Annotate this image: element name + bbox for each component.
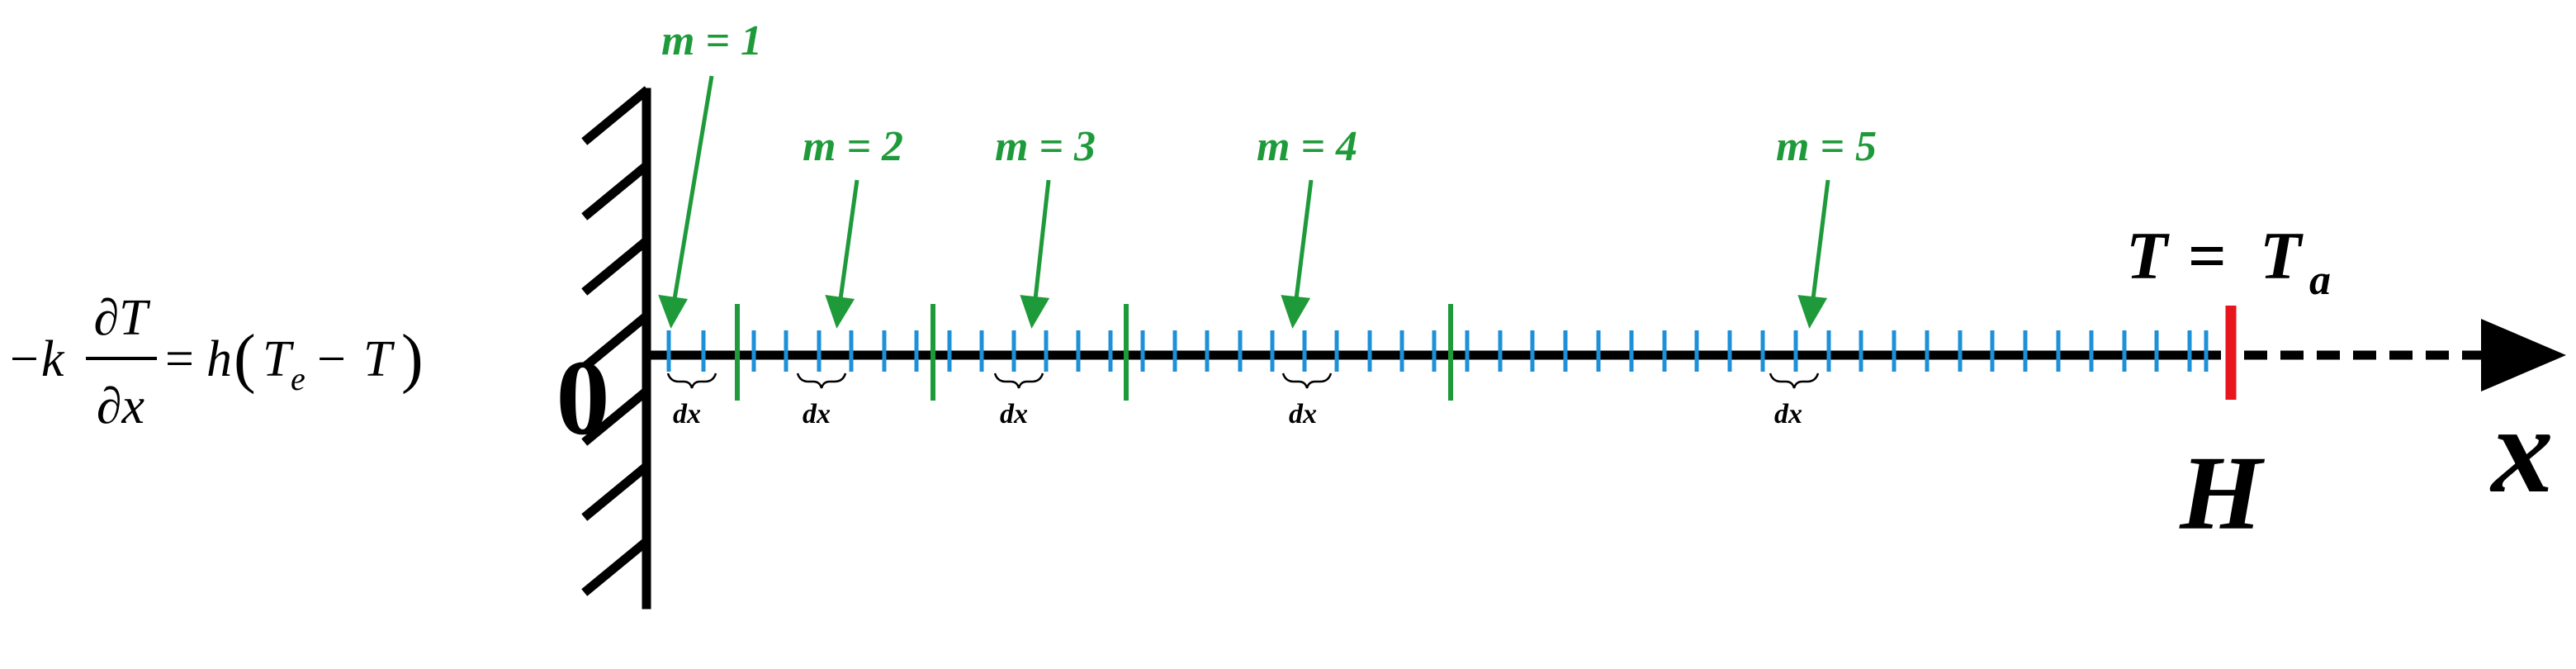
- axis-arrowhead: [2481, 319, 2566, 391]
- partial-x: ∂x: [97, 378, 145, 434]
- wall-hatch: [581, 86, 651, 145]
- paren-close: ): [401, 322, 424, 395]
- axis-label-x: x: [2490, 382, 2554, 519]
- wall-hatch: [581, 387, 651, 446]
- dx-label: dx: [1774, 399, 1802, 429]
- arrowhead: [825, 294, 855, 329]
- marker-label-m2: m = 2: [803, 123, 903, 170]
- marker-label-m1: m = 1: [661, 17, 762, 64]
- partial-T: ∂T: [93, 290, 151, 346]
- marker-arrow-m3: [1033, 179, 1051, 300]
- equals-sign: =: [165, 331, 194, 387]
- h-coefficient: h: [206, 331, 232, 387]
- dx-label: dx: [803, 399, 831, 429]
- dx-labels: dx dx dx dx dx: [673, 399, 1802, 429]
- marker-arrow-m4: [1294, 179, 1314, 300]
- T-variable: T: [363, 331, 395, 387]
- dx-label: dx: [1000, 399, 1028, 429]
- dx-brace: [993, 372, 1044, 389]
- minus-sign: −: [317, 331, 346, 387]
- marker-label-m5: m = 5: [1776, 123, 1877, 170]
- arrowhead: [658, 294, 688, 329]
- wall: [581, 86, 651, 610]
- left-boundary-condition: −k ∂T ∂x = h ( T e − T ): [7, 290, 424, 434]
- arrowhead: [1797, 295, 1828, 329]
- marker-arrow-m5: [1811, 179, 1830, 300]
- T-lhs: T: [2126, 218, 2170, 293]
- T-e: T: [263, 331, 295, 387]
- wall-hatch: [581, 462, 651, 521]
- arrowhead: [1020, 295, 1050, 329]
- marker-labels: m = 1 m = 2 m = 3 m = 4 m = 5: [661, 17, 1877, 170]
- dx-brace: [1769, 372, 1820, 389]
- T-a: T: [2260, 218, 2304, 293]
- dx-label: dx: [673, 399, 701, 429]
- dx-braces: [666, 372, 1820, 389]
- dx-label: dx: [1289, 399, 1317, 429]
- marker-arrow-m1: [672, 75, 714, 300]
- marker-arrows: [658, 75, 1830, 329]
- dx-brace: [1281, 372, 1333, 389]
- x-axis: [649, 319, 2566, 391]
- T-a-subscript: a: [2309, 257, 2331, 304]
- paren-open: (: [234, 322, 256, 395]
- dx-brace: [666, 372, 717, 389]
- end-label-H: H: [2179, 434, 2265, 552]
- wall-hatch: [581, 161, 651, 221]
- wall-hatch: [581, 537, 651, 596]
- wall-hatch: [581, 311, 651, 371]
- wall-hatch: [581, 236, 651, 296]
- minus-k: −k: [7, 331, 65, 387]
- layer-boundaries: [735, 304, 1453, 401]
- T-e-subscript: e: [291, 360, 305, 397]
- right-boundary-condition: T = T a: [2126, 218, 2331, 304]
- grid-ticks: [666, 330, 2209, 372]
- fraction-bar: [86, 357, 157, 360]
- marker-label-m3: m = 3: [995, 123, 1096, 170]
- arrowhead: [1281, 295, 1311, 329]
- equals-sign: =: [2188, 218, 2227, 293]
- dx-brace: [796, 372, 847, 389]
- marker-label-m4: m = 4: [1257, 123, 1357, 170]
- marker-arrow-m2: [838, 179, 859, 300]
